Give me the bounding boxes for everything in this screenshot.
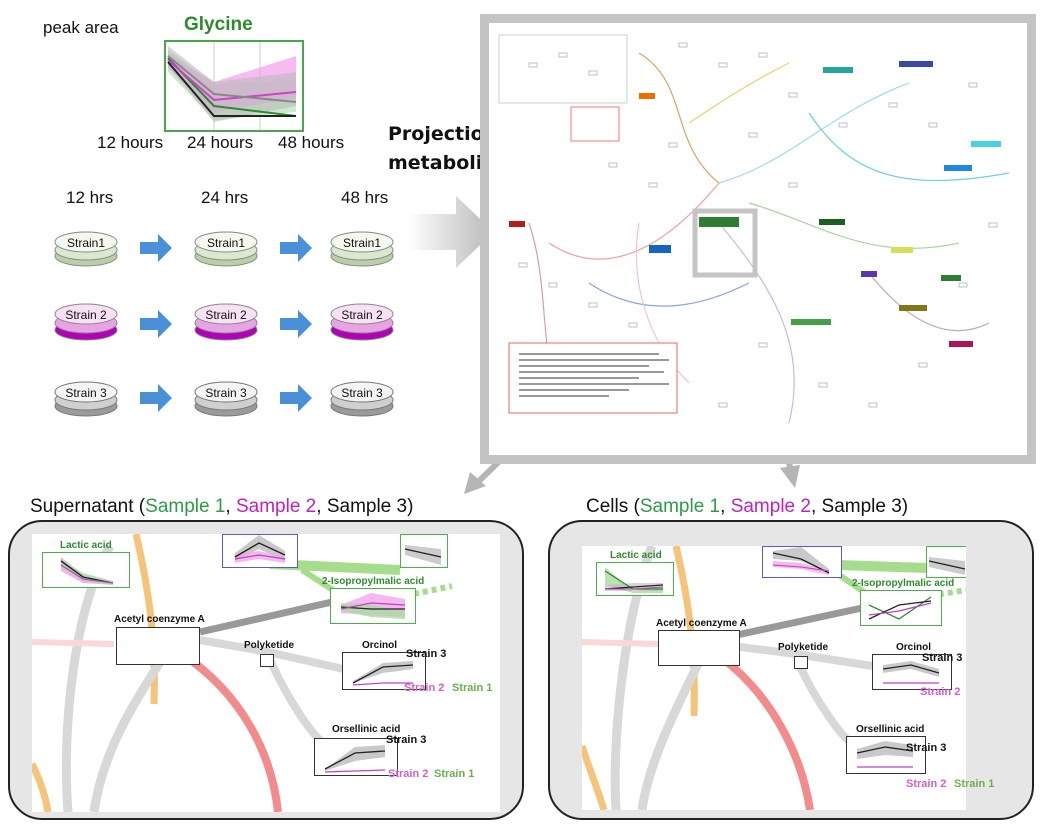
polyketide-label: Polyketide: [778, 642, 829, 653]
isopropylmalic-chart: [860, 590, 942, 626]
isopropylmalic-label: 2-Isopropylmalic acid: [852, 578, 955, 589]
orsellinic-strain3-label: Strain 3: [386, 734, 427, 746]
glycine-plot: [164, 40, 304, 132]
supernatant-panel: Lactic acid 2-Isopropylmalic acid Acetyl…: [8, 520, 524, 820]
title-prefix: Supernatant (: [30, 496, 146, 517]
sample3-label: Sample 3): [326, 496, 414, 517]
lactic-acid-chart: [596, 562, 674, 596]
polyketide-node: [260, 654, 274, 667]
dish-label: Strain 2: [341, 308, 383, 322]
dish-label: Strain 3: [205, 386, 247, 400]
orcinol-chart: [872, 654, 952, 690]
acetyl-coa-node: [116, 627, 200, 665]
blue-arrow-icon: [280, 234, 312, 262]
dish-strain2-12h: Strain 2: [54, 300, 118, 342]
title-sep: ,: [720, 496, 731, 517]
sample2-label: Sample 2: [730, 496, 811, 517]
orcinol-label: Orcinol: [362, 640, 398, 651]
dish-strain3-24h: Strain 3: [194, 378, 258, 418]
sample2-label: Sample 2: [235, 496, 317, 517]
orsellinic-strain3-label: Strain 3: [906, 742, 947, 754]
dish-strain1-24h: Strain1: [194, 228, 258, 268]
acetyl-coa-label: Acetyl coenzyme A: [656, 618, 747, 629]
acetyl-coa-node: [658, 630, 740, 666]
time-label-24: 24 hours: [187, 133, 254, 152]
dish-label: Strain 2: [65, 308, 107, 322]
isopropylmalic-chart: [330, 588, 416, 624]
time-label-12: 12 hours: [97, 133, 164, 152]
orcinol-strain3-label: Strain 3: [406, 648, 447, 660]
sample1-label: Sample 1: [145, 496, 226, 517]
projection-arrow-icon: [408, 196, 494, 268]
zoom-arrow-right-icon: [780, 465, 800, 488]
blue-arrow-icon: [140, 310, 172, 338]
orsellinic-strain2-label: Strain 2: [906, 778, 947, 790]
orsellinic-chart: [846, 736, 926, 774]
top-metabolite-chart: [762, 546, 842, 578]
orsellinic-strain2-label: Strain 2: [388, 768, 429, 780]
acetyl-coa-label: Acetyl coenzyme A: [114, 614, 205, 625]
dish-strain2-24h: Strain 2: [194, 300, 258, 342]
metabolic-pathway-map: [480, 14, 1036, 464]
top-metabolite-chart: [222, 534, 298, 568]
orsellinic-strain1-label: Strain 1: [434, 768, 475, 780]
polyketide-node: [794, 656, 808, 669]
orcinol-strain2-label: Strain 2: [920, 686, 961, 698]
dish-label: Strain1: [206, 236, 246, 250]
sample3-label: Sample 3): [821, 496, 909, 517]
dish-strain1-12h: Strain1: [54, 228, 118, 268]
top-right-metabolite-chart: [400, 534, 448, 568]
blue-arrow-icon: [140, 384, 172, 412]
orsellinic-label: Orsellinic acid: [332, 724, 401, 735]
orsellinic-chart: [314, 738, 398, 776]
dish-strain1-48h: Strain1: [330, 228, 394, 268]
blue-arrow-icon: [280, 310, 312, 338]
col-label-12: 12 hrs: [66, 188, 114, 207]
title-sep: ,: [316, 496, 327, 517]
time-label-48: 48 hours: [278, 133, 345, 152]
zoom-arrow-left-icon: [464, 472, 486, 494]
dish-label: Strain1: [66, 236, 106, 250]
cells-map-zoom: Lactic acid 2-Isopropylmalic acid Acetyl…: [582, 546, 966, 810]
orsellinic-strain1-label: Strain 1: [954, 778, 995, 790]
col-label-24: 24 hrs: [201, 188, 249, 207]
dish-strain2-48h: Strain 2: [330, 300, 394, 342]
title-prefix: Cells (: [586, 496, 640, 517]
isopropylmalic-label: 2-Isopropylmalic acid: [322, 576, 425, 587]
supernatant-map-zoom: Lactic acid 2-Isopropylmalic acid Acetyl…: [32, 534, 500, 812]
polyketide-label: Polyketide: [244, 640, 295, 651]
lactic-acid-chart: [42, 552, 130, 588]
dish-strain3-12h: Strain 3: [54, 378, 118, 418]
col-label-48: 48 hrs: [341, 188, 389, 207]
glycine-title: Glycine: [184, 14, 253, 35]
orcinol-strain2-label: Strain 2: [404, 682, 445, 694]
lactic-acid-label: Lactic acid: [60, 540, 112, 551]
dish-label: Strain 2: [205, 308, 247, 322]
blue-arrow-icon: [280, 384, 312, 412]
peak-area-label: peak area: [43, 18, 119, 37]
orcinol-strain3-label: Strain 3: [922, 652, 963, 664]
title-sep: ,: [810, 496, 822, 517]
supernatant-title: Supernatant (Sample 1, Sample 2, Sample …: [30, 496, 413, 518]
orsellinic-label: Orsellinic acid: [856, 724, 925, 735]
orcinol-strain1-label: Strain 1: [452, 682, 493, 694]
dish-label: Strain1: [342, 236, 382, 250]
dish-label: Strain 3: [65, 386, 107, 400]
cells-panel: Lactic acid 2-Isopropylmalic acid Acetyl…: [548, 520, 1034, 820]
dish-strain3-48h: Strain 3: [330, 378, 394, 418]
cells-title: Cells (Sample 1, Sample 2, Sample 3): [586, 496, 908, 518]
title-sep: ,: [225, 496, 236, 517]
lactic-acid-label: Lactic acid: [610, 550, 662, 561]
orcinol-chart: [342, 652, 426, 690]
blue-arrow-icon: [140, 234, 172, 262]
sample1-label: Sample 1: [639, 496, 721, 517]
dish-label: Strain 3: [341, 386, 383, 400]
top-right-metabolite-chart: [926, 546, 966, 578]
orcinol-label: Orcinol: [896, 642, 932, 653]
